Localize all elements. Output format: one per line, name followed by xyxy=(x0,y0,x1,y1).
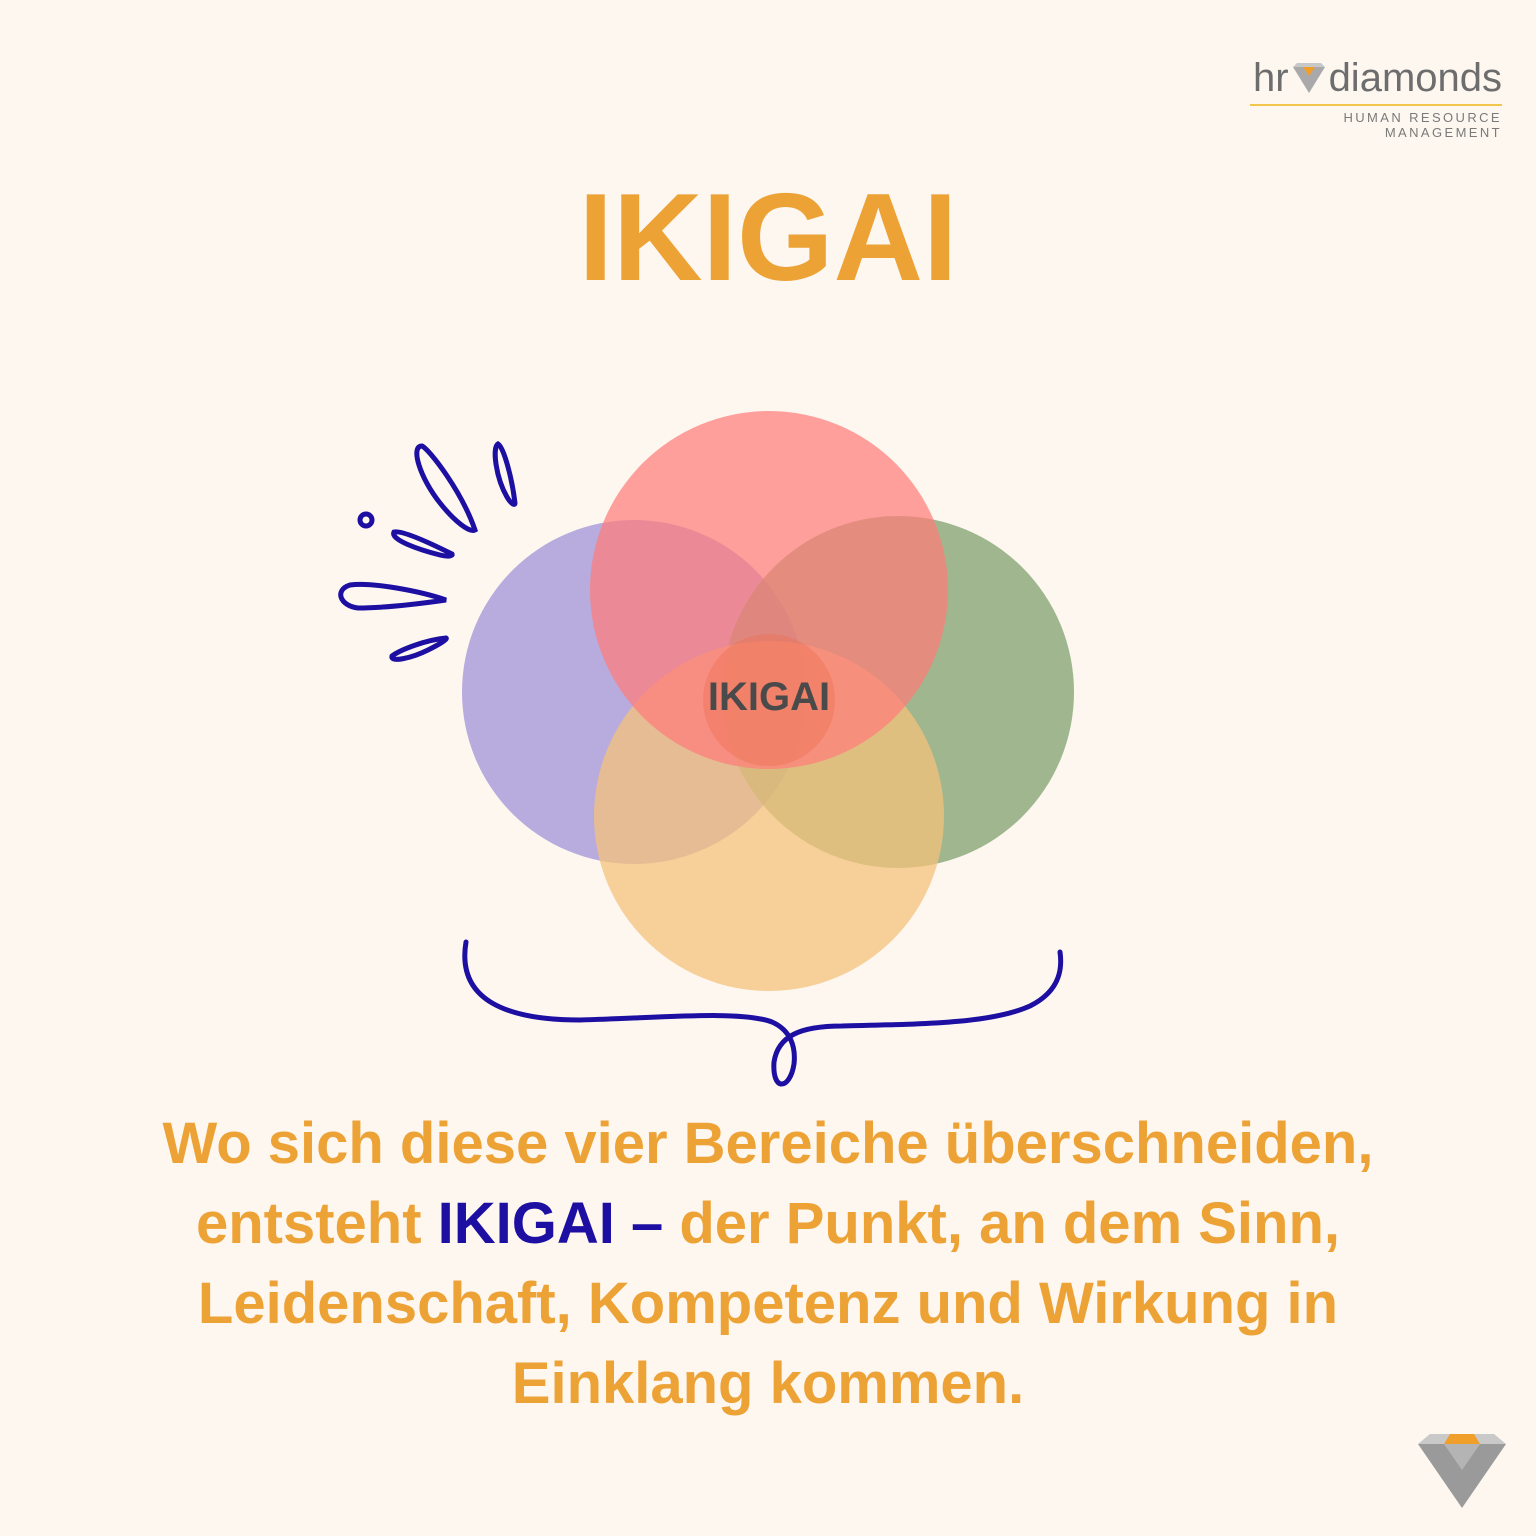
logo-suffix: diamonds xyxy=(1328,56,1502,100)
logo-prefix: hr xyxy=(1252,56,1289,100)
brand-logo: hr diamonds HUMAN RESOURCE MANAGEMENT xyxy=(1250,56,1502,140)
diamond-icon xyxy=(1292,63,1325,93)
burst-doodle xyxy=(338,440,518,662)
caption-part-1: Wo sich diese vier Bereiche überschneide… xyxy=(162,1111,1374,1256)
caption-part-2: der Punkt, an dem Sinn, Leidenschaft, Ko… xyxy=(197,1191,1341,1416)
caption-highlight: IKIGAI – xyxy=(437,1191,664,1256)
burst-stroke-2 xyxy=(492,440,518,507)
burst-stroke-1 xyxy=(414,443,479,533)
logo-divider xyxy=(1250,104,1502,106)
logo-tagline: HUMAN RESOURCE MANAGEMENT xyxy=(1343,110,1502,140)
burst-stroke-4 xyxy=(338,581,447,611)
circle-top xyxy=(590,411,948,769)
burst-stroke-3 xyxy=(391,529,455,559)
page-title: IKIGAI xyxy=(578,169,958,307)
center-label: IKIGAI xyxy=(708,675,830,719)
logo-wordmark: hr diamonds xyxy=(1250,56,1502,100)
circle-center xyxy=(703,634,835,766)
burst-dot xyxy=(357,511,375,529)
burst-stroke-5 xyxy=(389,635,449,662)
brace-doodle xyxy=(462,939,1064,1087)
caption-text: Wo sich diese vier Bereiche überschneide… xyxy=(110,1104,1426,1424)
diamond-icon xyxy=(1418,1434,1506,1508)
